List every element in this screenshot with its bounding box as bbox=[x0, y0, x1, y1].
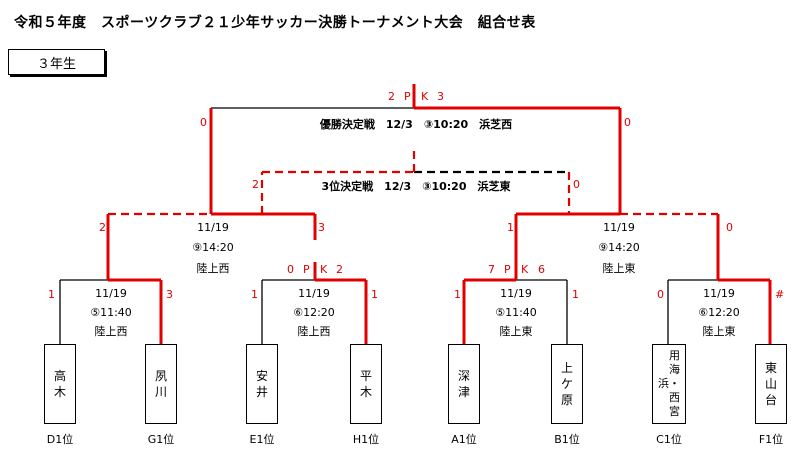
qf2-pk-score-left: 0 bbox=[287, 263, 294, 276]
seed-label-c1: C1位 bbox=[656, 433, 682, 446]
team-box-g1: 夙 川 bbox=[145, 344, 177, 424]
team-box-e1: 安 井 bbox=[246, 344, 278, 424]
team-char: 海 bbox=[669, 363, 680, 376]
seed-label-h1: H1位 bbox=[352, 433, 380, 446]
qf3-pk-k: K bbox=[521, 263, 529, 276]
qf4-date: 11/19 bbox=[703, 287, 735, 300]
final-match-label: 優勝決定戦 12/3 ③10:20 浜芝西 bbox=[319, 117, 512, 131]
final-right-score: 0 bbox=[624, 116, 631, 129]
qf3-time: ⑤11:40 bbox=[495, 306, 537, 319]
team-char: 平 bbox=[359, 369, 372, 383]
sf2-right-score: 0 bbox=[726, 221, 733, 234]
sf2-date: 11/19 bbox=[603, 221, 635, 234]
team-box-d1: 高 木 bbox=[44, 344, 76, 424]
team-char: ・ bbox=[669, 377, 680, 390]
sf1-left-score: 2 bbox=[99, 221, 106, 234]
qf3-venue: 陸上東 bbox=[500, 325, 533, 338]
team-char: 原 bbox=[560, 393, 573, 407]
team-char: 夙 bbox=[154, 369, 167, 383]
final-pk-k: K bbox=[421, 90, 429, 103]
seed-label-g1: G1位 bbox=[147, 433, 175, 446]
qf1-left-score: 1 bbox=[48, 288, 55, 301]
team-char: 川 bbox=[154, 385, 167, 399]
seed-label-d1: D1位 bbox=[46, 433, 74, 446]
qf3-pk-score-left: 7 bbox=[488, 263, 495, 276]
sf1-time: ⑨14:20 bbox=[192, 241, 234, 254]
grade-label: ３年生 bbox=[8, 49, 105, 75]
bracket-lines-red bbox=[106, 84, 772, 344]
bracket-lines-red-dashed bbox=[108, 150, 718, 216]
team-box-c1: 浜 用 海 ・ 西 宮 bbox=[652, 344, 686, 424]
qf2-pk-p: P bbox=[303, 263, 310, 276]
team-char: 台 bbox=[764, 393, 777, 407]
qf3-left-score: 1 bbox=[454, 288, 461, 301]
team-char: ケ bbox=[560, 377, 573, 391]
qf1-right-score: 3 bbox=[166, 288, 173, 301]
team-col-right: 用 海 ・ 西 宮 bbox=[669, 349, 680, 419]
team-box-h1: 平 木 bbox=[350, 344, 382, 424]
sf2-time: ⑨14:20 bbox=[598, 241, 640, 254]
team-char: 山 bbox=[764, 377, 777, 391]
team-char: 宮 bbox=[669, 405, 680, 418]
team-char: 西 bbox=[669, 391, 680, 404]
third-left-score: 2 bbox=[252, 178, 259, 191]
team-char: 用 bbox=[669, 349, 680, 362]
sf1-right-score: 3 bbox=[318, 221, 325, 234]
final-pk-score-left: 2 bbox=[388, 90, 395, 103]
qf2-pk-score-right: 2 bbox=[336, 263, 343, 276]
qf4-venue: 陸上東 bbox=[703, 325, 736, 338]
seed-label-a1: A1位 bbox=[451, 433, 477, 446]
qf1-time: ⑤11:40 bbox=[90, 306, 132, 319]
final-pk-score-right: 3 bbox=[437, 90, 444, 103]
team-box-b1: 上 ケ 原 bbox=[551, 344, 583, 424]
qf4-left-score: 0 bbox=[657, 288, 664, 301]
qf2-time: ⑥12:20 bbox=[293, 306, 335, 319]
team-char: 高 bbox=[53, 369, 66, 383]
team-char: 井 bbox=[255, 385, 268, 399]
team-box-f1: 東 山 台 bbox=[755, 344, 787, 424]
bracket-lines-black bbox=[59, 107, 718, 344]
third-right-score: 0 bbox=[573, 178, 580, 191]
qf3-pk-p: P bbox=[504, 263, 511, 276]
qf2-right-score: 1 bbox=[371, 288, 378, 301]
final-pk-p: P bbox=[404, 90, 411, 103]
team-char: 上 bbox=[560, 361, 573, 375]
seed-label-f1: F1位 bbox=[758, 433, 784, 446]
team-col-left: 浜 bbox=[658, 377, 669, 391]
sf2-left-score: 1 bbox=[507, 221, 514, 234]
qf1-venue: 陸上西 bbox=[95, 325, 128, 338]
qf4-time: ⑥12:20 bbox=[698, 306, 740, 319]
seed-label-e1: E1位 bbox=[249, 433, 275, 446]
team-char: 津 bbox=[457, 385, 470, 399]
team-char: 木 bbox=[359, 385, 372, 399]
team-char: 深 bbox=[457, 369, 470, 383]
third-match-label: 3位決定戦 12/3 ③10:20 浜芝東 bbox=[322, 179, 512, 193]
qf2-left-score: 1 bbox=[251, 288, 258, 301]
seed-label-b1: B1位 bbox=[554, 433, 580, 446]
qf3-pk-score-right: 6 bbox=[538, 263, 545, 276]
qf2-pk-k: K bbox=[320, 263, 328, 276]
qf1-date: 11/19 bbox=[95, 287, 127, 300]
sf1-date: 11/19 bbox=[197, 221, 229, 234]
page-title: 令和５年度 スポーツクラブ２１少年サッカー決勝トーナメント大会 組合せ表 bbox=[14, 15, 536, 31]
sf1-venue: 陸上西 bbox=[197, 262, 230, 275]
qf2-date: 11/19 bbox=[298, 287, 330, 300]
team-char: 木 bbox=[53, 385, 66, 399]
qf2-venue: 陸上西 bbox=[298, 325, 331, 338]
team-char: 浜 bbox=[658, 377, 669, 390]
qf3-right-score: 1 bbox=[572, 288, 579, 301]
team-box-a1: 深 津 bbox=[448, 344, 480, 424]
qf3-date: 11/19 bbox=[500, 287, 532, 300]
qf4-right-score: # bbox=[775, 288, 784, 301]
team-char: 安 bbox=[255, 369, 268, 383]
team-char: 東 bbox=[764, 361, 777, 375]
sf2-venue: 陸上東 bbox=[603, 262, 636, 275]
final-left-score: 0 bbox=[200, 116, 207, 129]
